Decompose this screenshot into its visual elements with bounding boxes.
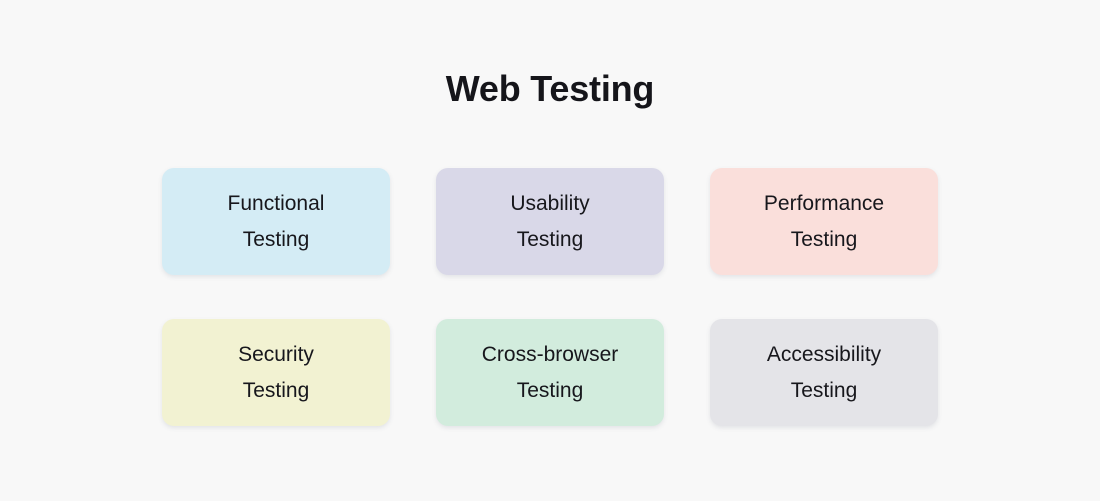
page-title: Web Testing: [445, 68, 655, 109]
card-performance-testing[interactable]: Performance Testing: [710, 168, 938, 275]
card-label-performance-testing: Performance Testing: [763, 191, 885, 251]
card-cross-browser-testing[interactable]: Cross-browser Testing: [436, 319, 664, 426]
card-usability-testing[interactable]: Usability Testing: [436, 168, 664, 275]
card-label-security-testing: Security Testing: [238, 342, 314, 402]
card-functional-testing[interactable]: Functional Testing: [162, 168, 390, 275]
card-security-testing[interactable]: Security Testing: [162, 319, 390, 426]
card-accessibility-testing[interactable]: Accessibility Testing: [710, 319, 938, 426]
card-label-functional-testing: Functional Testing: [227, 191, 325, 251]
card-label-accessibility-testing: Accessibility Testing: [766, 342, 882, 402]
card-label-cross-browser-testing: Cross-browser Testing: [481, 342, 619, 402]
card-label-usability-testing: Usability Testing: [510, 191, 590, 251]
testing-types-grid: Functional Testing Usability Testing Per…: [162, 168, 938, 426]
